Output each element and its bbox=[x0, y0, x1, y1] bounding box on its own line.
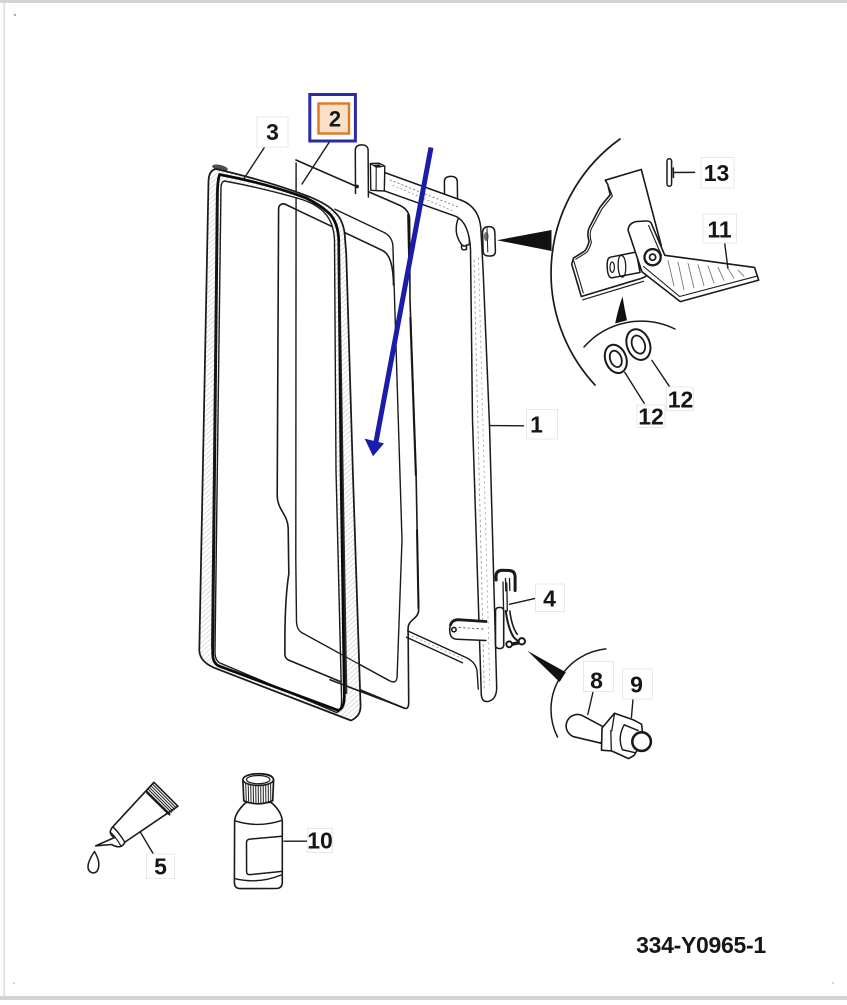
svg-text:12: 12 bbox=[638, 404, 664, 430]
svg-text:11: 11 bbox=[707, 217, 732, 243]
svg-text:13: 13 bbox=[704, 160, 730, 186]
svg-text:1: 1 bbox=[530, 412, 543, 438]
svg-text:4: 4 bbox=[543, 586, 556, 612]
svg-text:334-Y0965-1: 334-Y0965-1 bbox=[636, 932, 766, 958]
svg-text:2: 2 bbox=[329, 107, 341, 132]
svg-text:9: 9 bbox=[630, 672, 643, 698]
svg-text:3: 3 bbox=[266, 119, 279, 145]
svg-text:10: 10 bbox=[307, 828, 333, 854]
svg-text:12: 12 bbox=[668, 387, 694, 413]
svg-text:8: 8 bbox=[590, 668, 603, 694]
svg-text:5: 5 bbox=[154, 854, 167, 880]
